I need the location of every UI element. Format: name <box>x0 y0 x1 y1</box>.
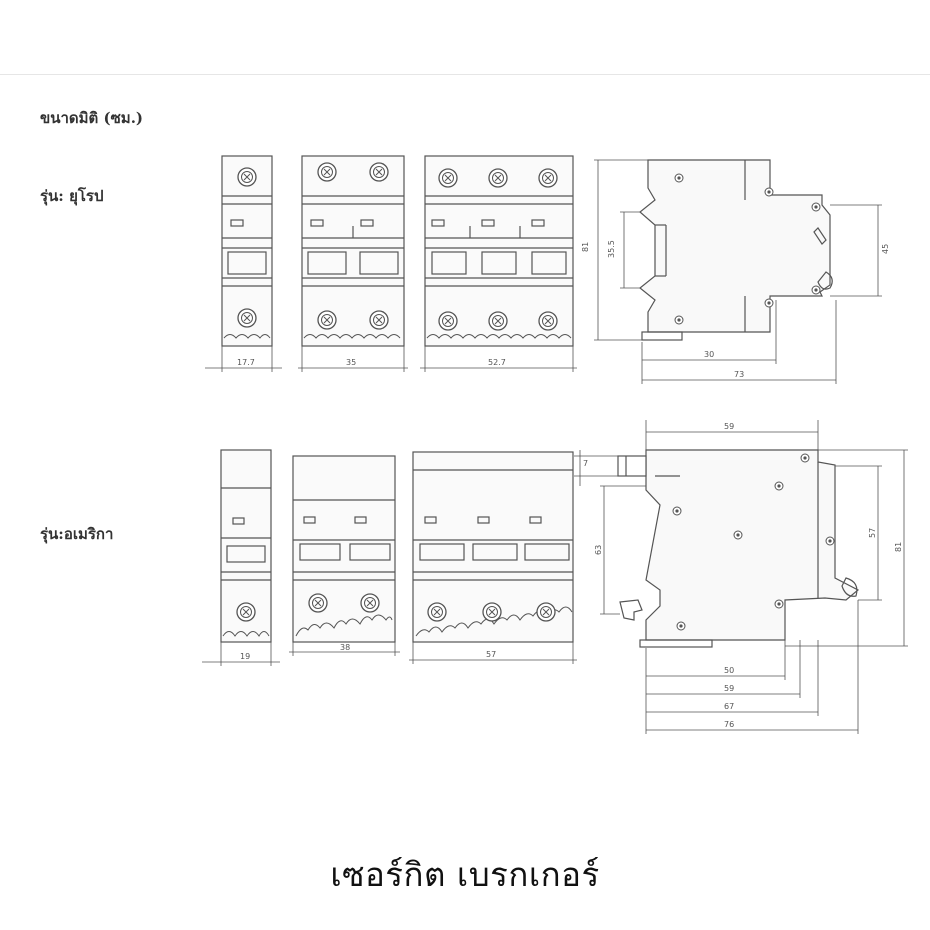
us-width-3pole: 57 <box>486 650 496 659</box>
euro-right-dim: 45 <box>881 244 890 254</box>
us-3pole-breaker <box>412 451 574 643</box>
us-top-dim: 59 <box>724 422 734 431</box>
us-width-2pole: 38 <box>340 643 350 652</box>
us-depth-67: 67 <box>724 702 734 711</box>
euro-width-1pole: 17.7 <box>237 358 255 367</box>
us-small-dim: 7 <box>583 459 588 468</box>
product-caption: เซอร์กิต เบรกเกอร์ <box>330 855 600 894</box>
us-right-dim-81: 81 <box>894 542 903 552</box>
us-width-1pole: 19 <box>240 652 250 661</box>
euro-depth-30: 30 <box>704 350 714 359</box>
euro-width-3pole: 52.7 <box>488 358 506 367</box>
europe-model-label: รุ่น: ยุโรป <box>40 187 104 205</box>
euro-side-dimensions <box>594 159 882 384</box>
euro-depth-73: 73 <box>734 370 744 379</box>
euro-inner-dim: 35.5 <box>607 240 616 258</box>
euro-3pole-breaker <box>424 155 574 347</box>
us-depth-50: 50 <box>724 666 734 675</box>
us-side-view <box>617 449 860 648</box>
us-1pole-breaker <box>220 449 272 643</box>
us-inner-dim: 63 <box>594 545 603 555</box>
us-depth-59: 59 <box>724 684 734 693</box>
america-model-label: รุ่น:อเมริกา <box>40 525 114 543</box>
us-depth-76: 76 <box>724 720 734 729</box>
us-width-dimensions <box>202 642 577 666</box>
us-side-dimensions <box>574 420 908 734</box>
euro-width-2pole: 35 <box>346 358 356 367</box>
us-2pole-breaker <box>292 455 396 643</box>
euro-height-dim: 81 <box>581 242 590 252</box>
euro-width-dimensions <box>205 346 577 372</box>
euro-2pole-breaker <box>301 155 405 347</box>
euro-side-view <box>639 159 833 341</box>
top-divider <box>0 74 930 75</box>
euro-1pole-breaker <box>221 155 273 347</box>
us-right-dim-57: 57 <box>868 528 877 538</box>
dimension-heading: ขนาดมิติ (ซม.) <box>40 109 144 127</box>
